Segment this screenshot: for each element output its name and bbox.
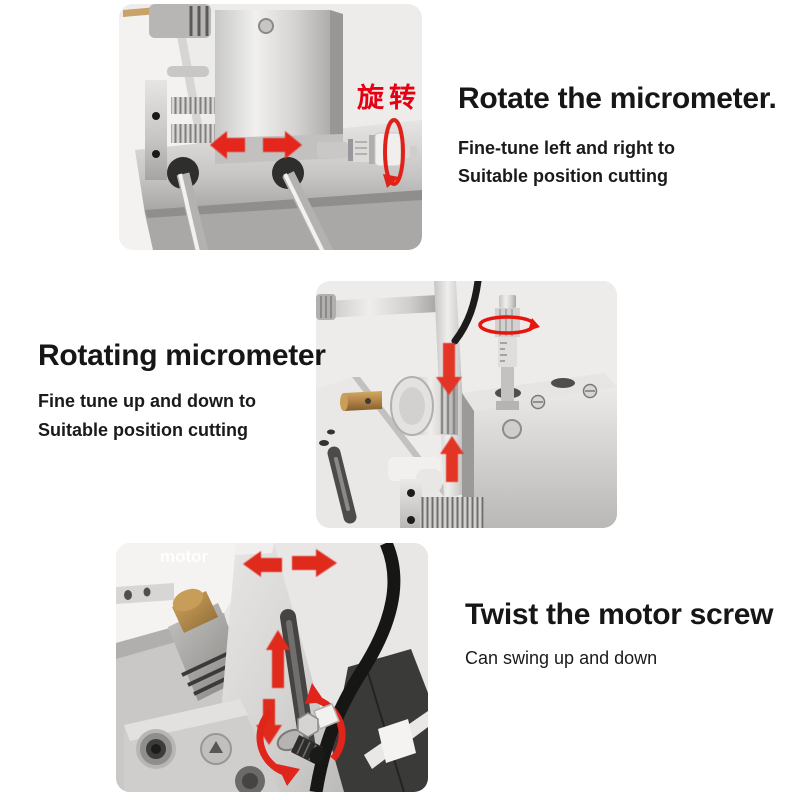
feed-screw-lower: [171, 124, 217, 143]
photo-motor-screw: motor: [116, 543, 428, 792]
top-clamp: [149, 4, 211, 38]
deck-edge: [145, 190, 422, 218]
rail-right: [282, 171, 334, 250]
up-arrow-icon: [266, 630, 290, 688]
micrometer-block: [462, 373, 617, 528]
elbow-fitting: [416, 469, 442, 493]
cutter-block: [215, 10, 330, 138]
down-arrow-icon: [436, 343, 462, 395]
guide-shaft: [167, 66, 209, 77]
feed-screw-upper: [171, 97, 217, 114]
rotation-circle-arrows-icon: [256, 683, 346, 786]
motor-cable: [451, 281, 482, 345]
screw-head: [258, 18, 274, 34]
mount-block: [124, 699, 280, 792]
vertical-micrometer: [495, 295, 520, 410]
photo-rotate-micrometer: 旋转: [119, 4, 422, 250]
left-right-arrows-icon: [210, 131, 302, 159]
machine-side-illustration: [316, 281, 617, 528]
machine-front-illustration: 旋转: [119, 4, 422, 250]
section-subtitle: Fine-tune left and right to: [458, 138, 675, 158]
mount-plate: [400, 479, 422, 528]
section-title: Rotating micrometer: [38, 339, 326, 372]
horizontal-micrometer: [317, 132, 417, 167]
section-title: Twist the motor screw: [465, 598, 774, 631]
photo-rotating-micrometer: [316, 281, 617, 528]
deck: [145, 194, 422, 250]
rail-left: [176, 172, 209, 250]
white-lever: [378, 719, 416, 763]
plate-top-edge: [234, 543, 274, 555]
motor-label: motor: [160, 547, 209, 566]
brass-shaft: [340, 391, 382, 411]
section-subtitle: Suitable position cutting: [458, 166, 668, 186]
brass-coupler: [172, 591, 218, 633]
power-cable: [309, 543, 401, 792]
left-bracket: [145, 80, 167, 180]
lead-screw: [420, 497, 484, 528]
wing-nut: [276, 703, 340, 764]
block-side: [330, 10, 343, 138]
section-subtitle: Fine tune up and down to: [38, 391, 256, 411]
rotation-ellipse-arrow-icon: [478, 315, 540, 335]
rotate-label-cn: 旋转: [357, 83, 421, 113]
front-screw: [502, 419, 522, 439]
section-title: Rotate the micrometer.: [458, 82, 777, 115]
section-subtitle: Suitable position cutting: [38, 420, 248, 440]
section-subtitle: Can swing up and down: [465, 648, 658, 668]
motor-illustration: motor: [116, 543, 428, 792]
rotation-ellipse-arrow-icon: [383, 118, 405, 188]
up-arrow-icon: [440, 436, 464, 482]
top-bar: [324, 295, 438, 318]
left-right-arrows-icon: [243, 549, 337, 577]
